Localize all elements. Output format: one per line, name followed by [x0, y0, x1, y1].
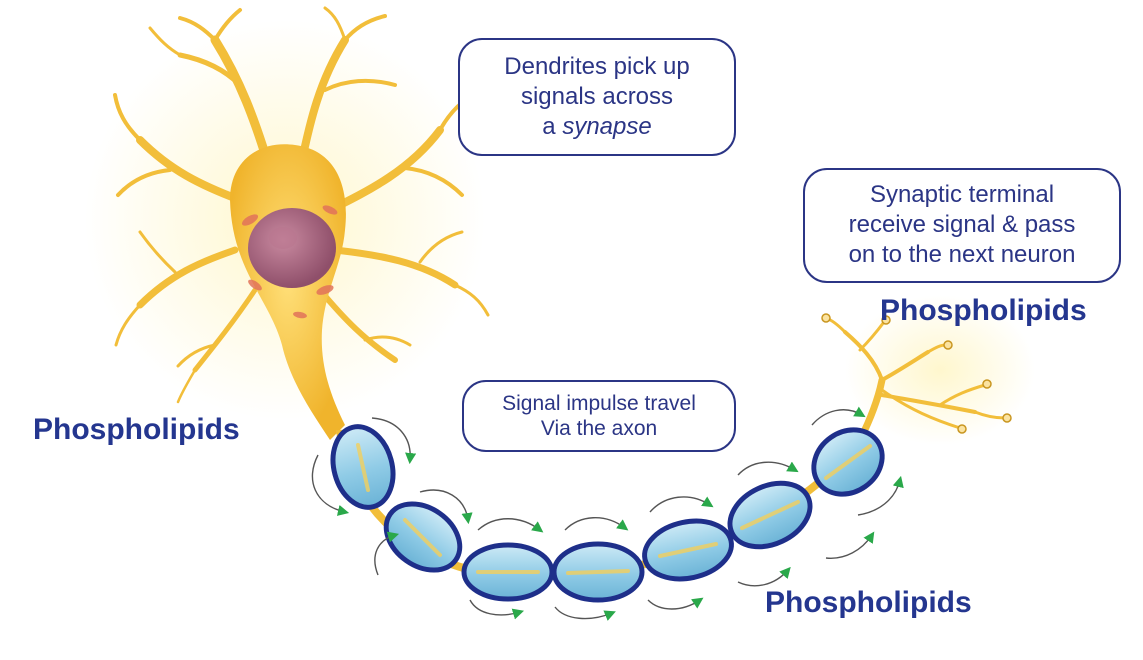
- callout-terminal-line-3: on to the next neuron: [848, 241, 1076, 268]
- terminal-boutons: [821, 313, 1012, 434]
- callout-terminal-line-1: Synaptic terminal: [869, 181, 1055, 208]
- callout-dendrites: Dendrites pick up signals across a synap…: [458, 38, 736, 156]
- organelles: [241, 205, 338, 319]
- callout-axon: Signal impulse travel Via the axon: [462, 380, 736, 452]
- callout-dendrites-line-1: Dendrites pick up: [504, 53, 690, 80]
- callout-dendrites-synapse-term: synapse: [562, 113, 652, 140]
- callout-dendrites-line-3: a synapse: [460, 112, 734, 142]
- label-phospholipids-soma: Phospholipids: [33, 413, 240, 446]
- conduction-arrows: [311, 406, 904, 621]
- callout-dendrites-line-2: signals across: [520, 83, 674, 110]
- callout-dendrites-line-3-prefix: a: [542, 113, 563, 140]
- label-phospholipids-terminal: Phospholipids: [880, 294, 1087, 327]
- callout-terminal-line-2: receive signal & pass: [848, 211, 1076, 238]
- nucleus: [248, 208, 336, 288]
- callout-axon-line-1: Signal impulse travel: [502, 392, 696, 415]
- label-phospholipids-axon: Phospholipids: [765, 586, 972, 619]
- callout-axon-line-2: Via the axon: [540, 417, 658, 440]
- myelin-highlights: [356, 443, 872, 575]
- callout-synaptic-terminal: Synaptic terminal receive signal & pass …: [803, 168, 1121, 283]
